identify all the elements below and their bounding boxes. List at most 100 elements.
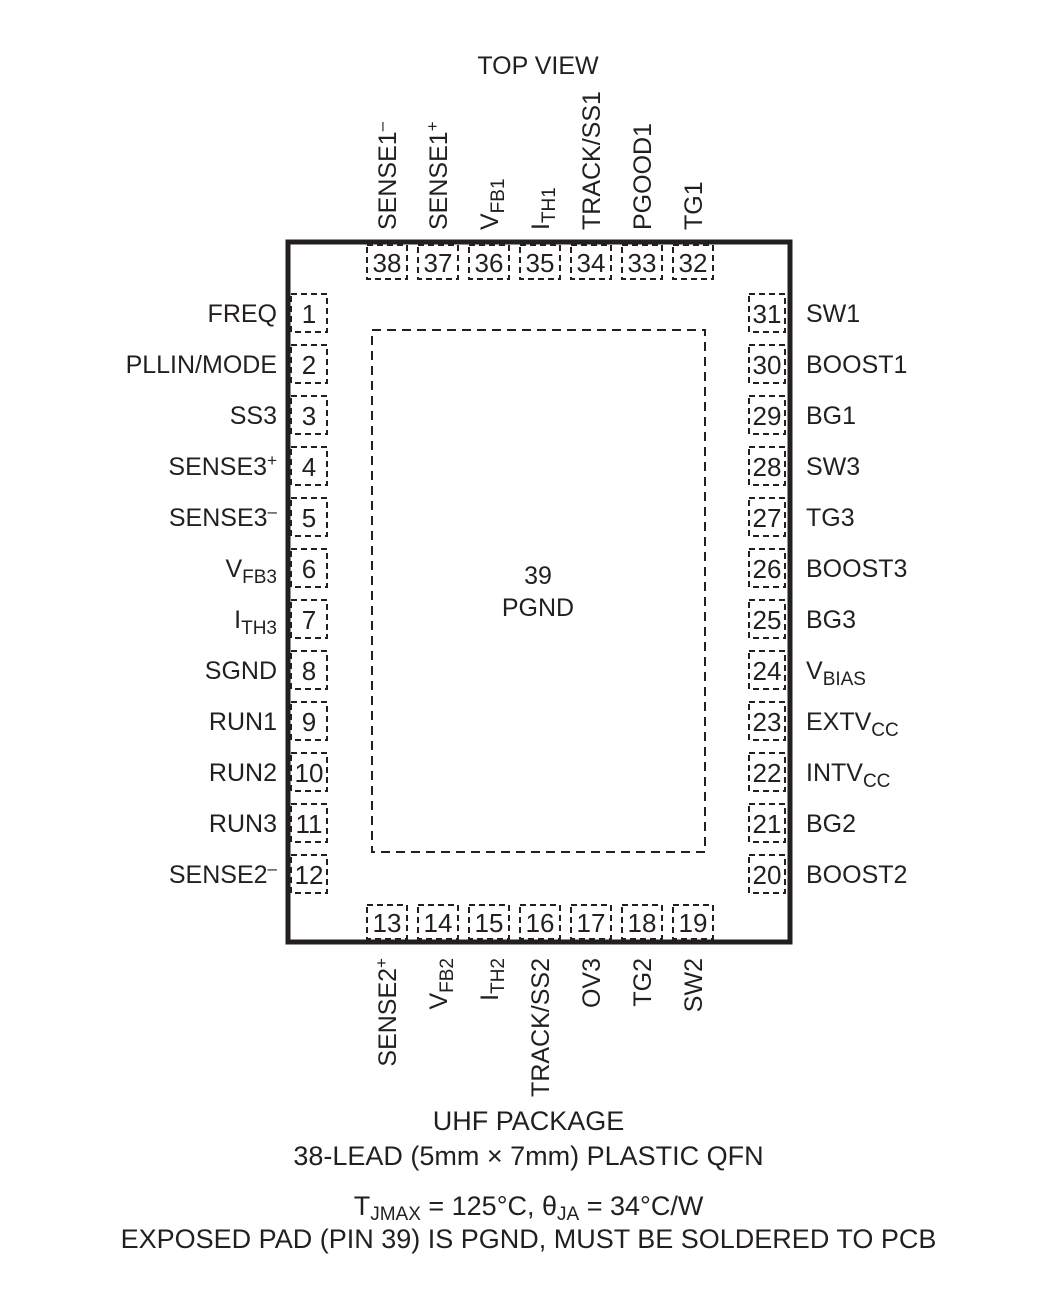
pin-pad-left-4: [290, 497, 328, 537]
pin-label-right-8: EXTVCC: [806, 708, 899, 741]
tj-subscript: JMAX: [370, 1204, 421, 1225]
pin-label-part: PLLIN/MODE: [126, 351, 277, 379]
pin-label-right-10: BG2: [806, 810, 856, 838]
pin-number-right-1: 30: [753, 350, 782, 380]
pin-number-left-5: 6: [302, 554, 316, 584]
pin-number-left-11: 12: [295, 860, 324, 890]
pin-pad-right-11: [748, 854, 786, 894]
pin-number-left-9: 10: [295, 758, 324, 788]
pin-number-top-1: 37: [424, 248, 453, 278]
pin-label-right-2: BG1: [806, 402, 856, 430]
pin-label-part: EXTV: [806, 708, 872, 736]
pin-number-top-3: 35: [526, 248, 555, 278]
pin-pad-right-0: [748, 293, 786, 333]
pin-label-left-8: RUN1: [209, 708, 277, 736]
pin-number-right-8: 23: [753, 707, 782, 737]
pin-pad-bottom-2: [468, 904, 510, 940]
pin-label-part: SENSE2: [374, 968, 402, 1067]
pinout-diagram: TOP VIEW 39 PGND 1FREQ2PLLIN/MODE3SS34SE…: [126, 52, 908, 1097]
pin-pad-right-5: [748, 548, 786, 588]
pin-label-part: TRACK/SS1: [578, 91, 606, 230]
pin-label-part: CC: [863, 771, 890, 792]
pin-pad-left-2: [290, 395, 328, 435]
pin-label-part: TH2: [488, 958, 509, 994]
pin-pad-bottom-3: [519, 904, 561, 940]
pin-pad-top-6: [672, 244, 714, 280]
pin-label-bottom-1: VFB2: [425, 958, 458, 1010]
exposed-pad-name: PGND: [502, 594, 574, 622]
pin-label-part: I: [527, 223, 555, 230]
pin-pad-left-10: [290, 803, 328, 843]
pin-pad-bottom-4: [570, 904, 612, 940]
pin-label-bottom-4: OV3: [578, 958, 606, 1008]
pin-pad-top-0: [366, 244, 408, 280]
pin-label-left-0: FREQ: [208, 300, 277, 328]
pin-label-right-3: SW3: [806, 453, 860, 481]
pin-label-part: BG2: [806, 810, 856, 838]
pins-layer: 1FREQ2PLLIN/MODE3SS34SENSE3+5SENSE3–6VFB…: [126, 91, 908, 1097]
pin-label-bottom-0: SENSE2+: [372, 958, 402, 1067]
pin-number-right-11: 20: [753, 860, 782, 890]
pin-label-right-11: BOOST2: [806, 861, 907, 889]
pin-label-left-3: SENSE3+: [168, 451, 277, 481]
pin-label-part: TG3: [806, 504, 855, 532]
pin-number-right-4: 27: [753, 503, 782, 533]
pin-label-part: I: [476, 994, 504, 1001]
pin-pad-left-7: [290, 650, 328, 690]
pin-number-bottom-3: 16: [526, 908, 555, 938]
pin-number-left-7: 8: [302, 656, 316, 686]
pin-number-left-8: 9: [302, 707, 316, 737]
pin-number-left-0: 1: [302, 299, 316, 329]
pin-label-right-1: BOOST1: [806, 351, 907, 379]
pin-pad-right-1: [748, 344, 786, 384]
pin-number-right-2: 29: [753, 401, 782, 431]
pin-number-bottom-0: 13: [373, 908, 402, 938]
pin-label-part: SENSE3: [168, 453, 267, 481]
pin-pad-top-1: [417, 244, 459, 280]
pin-label-left-9: RUN2: [209, 759, 277, 787]
pin-label-part: SENSE3: [169, 504, 268, 532]
pin-pad-right-2: [748, 395, 786, 435]
pin-label-left-6: ITH3: [234, 606, 277, 639]
pin-number-top-0: 38: [373, 248, 402, 278]
pin-label-part: INTV: [806, 759, 863, 787]
pin-label-right-6: BG3: [806, 606, 856, 634]
pin-label-top-4: TRACK/SS1: [578, 91, 606, 230]
pin-label-part: SENSE1: [374, 131, 402, 230]
pin-label-part: TG1: [680, 181, 708, 230]
theta-subscript: JA: [557, 1204, 580, 1225]
exposed-pad-outline: [371, 329, 706, 853]
pin-label-part: BOOST3: [806, 555, 907, 583]
pin-label-part: CC: [871, 720, 898, 741]
pin-label-part: TH3: [241, 618, 277, 639]
pin-label-top-2: VFB1: [476, 178, 509, 230]
pin-label-part: SS3: [230, 402, 277, 430]
pin-pad-top-4: [570, 244, 612, 280]
pin-label-part: TG2: [629, 958, 657, 1007]
pin-label-part: –: [268, 859, 278, 878]
pin-pad-right-3: [748, 446, 786, 486]
pin-label-part: SW2: [680, 958, 708, 1012]
pin-label-part: BOOST2: [806, 861, 907, 889]
pin-pad-right-6: [748, 599, 786, 639]
pin-label-bottom-3: TRACK/SS2: [527, 958, 555, 1097]
pin-pad-bottom-5: [621, 904, 663, 940]
pin-label-part: SENSE1: [425, 131, 453, 230]
pin-pad-right-10: [748, 803, 786, 843]
pin-label-left-1: PLLIN/MODE: [126, 351, 277, 379]
pin-number-bottom-2: 15: [475, 908, 504, 938]
pin-label-left-10: RUN3: [209, 810, 277, 838]
pin-label-part: V: [225, 555, 242, 583]
pin-label-bottom-5: TG2: [629, 958, 657, 1007]
pin-number-left-4: 5: [302, 503, 316, 533]
pin-label-part: PGOOD1: [629, 123, 657, 230]
pin-label-part: SGND: [205, 657, 277, 685]
pin-label-part: I: [234, 606, 241, 634]
pin-number-bottom-6: 19: [679, 908, 708, 938]
pin-label-top-6: TG1: [680, 181, 708, 230]
pin-label-part: +: [372, 958, 391, 968]
pin-label-part: –: [372, 121, 391, 131]
pin-number-right-9: 22: [753, 758, 782, 788]
pin-number-top-4: 34: [577, 248, 606, 278]
theta-value: = 34°C/W: [579, 1191, 704, 1221]
